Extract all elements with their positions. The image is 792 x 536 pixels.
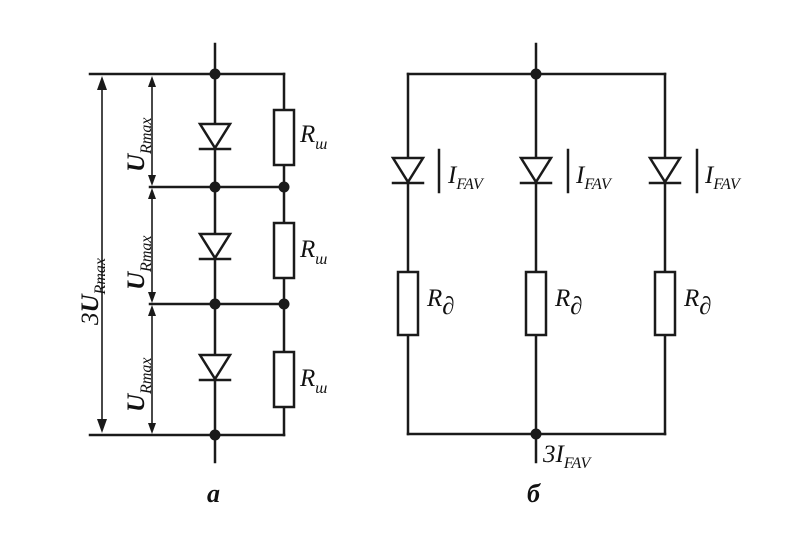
node [209, 181, 221, 193]
section-voltage-dimension-1 [148, 76, 156, 186]
panel-a-caption: a [207, 479, 220, 508]
panel-a-series-circuit: Rш Rш Rш 3URmax URmax URmax URmax a [77, 42, 327, 508]
total-voltage-label: 3URmax [77, 258, 109, 326]
shunt-resistor-3 [272, 350, 296, 409]
branch-current-label: IFAV [575, 162, 613, 193]
shunt-resistor-1 [272, 108, 296, 167]
total-voltage-dimension [97, 76, 107, 433]
panel-b-parallel-circuit: IFAV IFAV IFAV R∂ R∂ R∂ 3IFAV б [390, 42, 742, 508]
ballast-resistor-label: R∂ [554, 285, 583, 320]
panel-b-caption: б [527, 479, 541, 508]
branch-diode-2 [518, 156, 554, 185]
node [209, 298, 221, 310]
section-voltage-dimension-3 [148, 305, 156, 434]
ballast-resistor-2 [524, 270, 548, 337]
branch-diode-1 [390, 156, 426, 185]
total-current-label: 3IFAV [542, 441, 593, 472]
branch-diode-3 [647, 156, 683, 185]
diode-3 [197, 353, 233, 382]
diode-1 [197, 122, 233, 151]
ballast-resistor-label: R∂ [683, 285, 712, 320]
section-voltage-dimension-2 [148, 188, 156, 303]
node [278, 181, 290, 193]
shunt-resistor-label: Rш [299, 236, 327, 268]
ballast-resistor-label: R∂ [426, 285, 455, 320]
node [278, 298, 290, 310]
diode-2 [197, 232, 233, 261]
ballast-resistor-3 [653, 270, 677, 337]
branch-current-label: IFAV [704, 162, 742, 193]
section-voltage-label: URmax [123, 358, 155, 413]
shunt-resistor-label: Rш [299, 121, 327, 153]
shunt-resistor-2 [272, 221, 296, 280]
ballast-resistor-1 [396, 270, 420, 337]
shunt-resistor-label: Rш [299, 365, 327, 397]
node [209, 68, 221, 80]
node [530, 68, 542, 80]
node [530, 428, 542, 440]
section-voltage-label: URmax [123, 236, 155, 291]
section-voltage-label: URmax [123, 118, 155, 173]
node [209, 429, 221, 441]
branch-current-label: IFAV [447, 162, 485, 193]
